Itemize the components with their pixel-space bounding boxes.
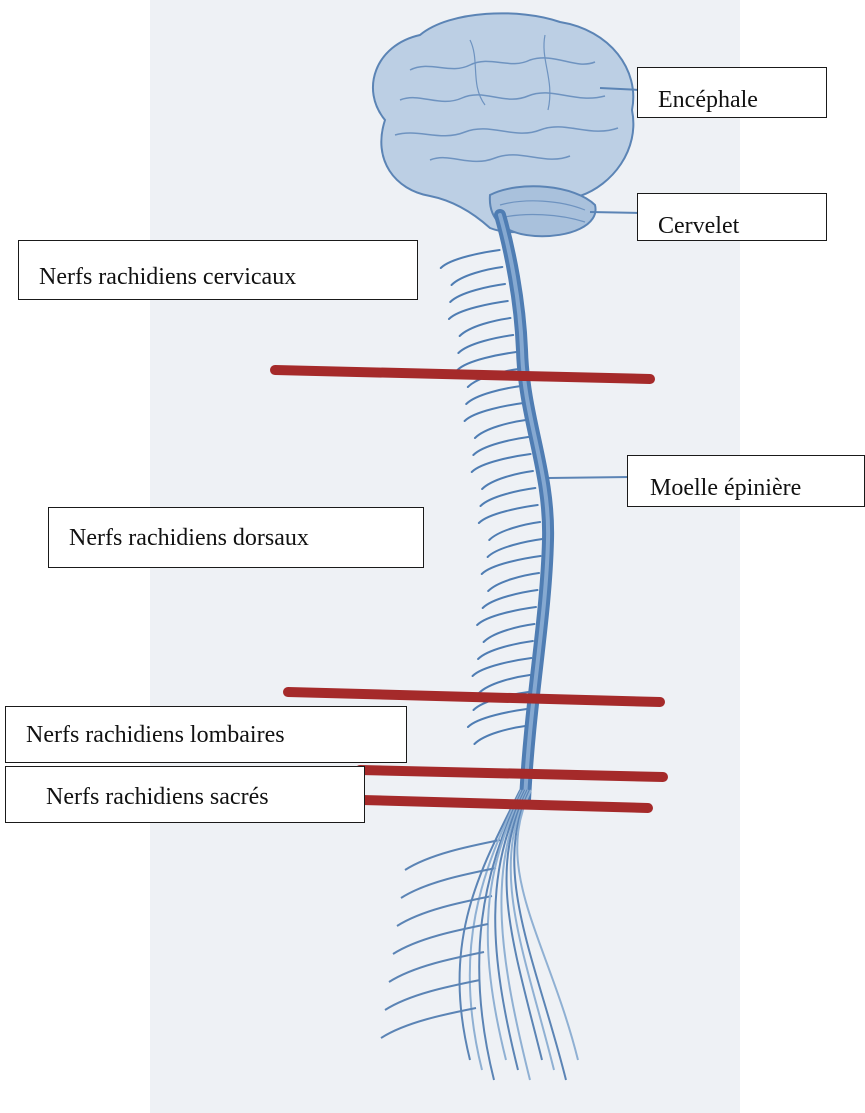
- leader-cervelet: [590, 212, 640, 213]
- label-moelle: Moelle épinière: [627, 455, 865, 507]
- label-dorsaux: Nerfs rachidiens dorsaux: [48, 507, 424, 568]
- label-cervicaux: Nerfs rachidiens cervicaux: [18, 240, 418, 300]
- leader-moelle: [548, 477, 630, 478]
- label-encephale: Encéphale: [637, 67, 827, 118]
- label-cervelet: Cervelet: [637, 193, 827, 241]
- divider-lombaire-sacre: [360, 770, 663, 777]
- label-sacres: Nerfs rachidiens sacrés: [5, 766, 365, 823]
- label-lombaires: Nerfs rachidiens lombaires: [5, 706, 407, 763]
